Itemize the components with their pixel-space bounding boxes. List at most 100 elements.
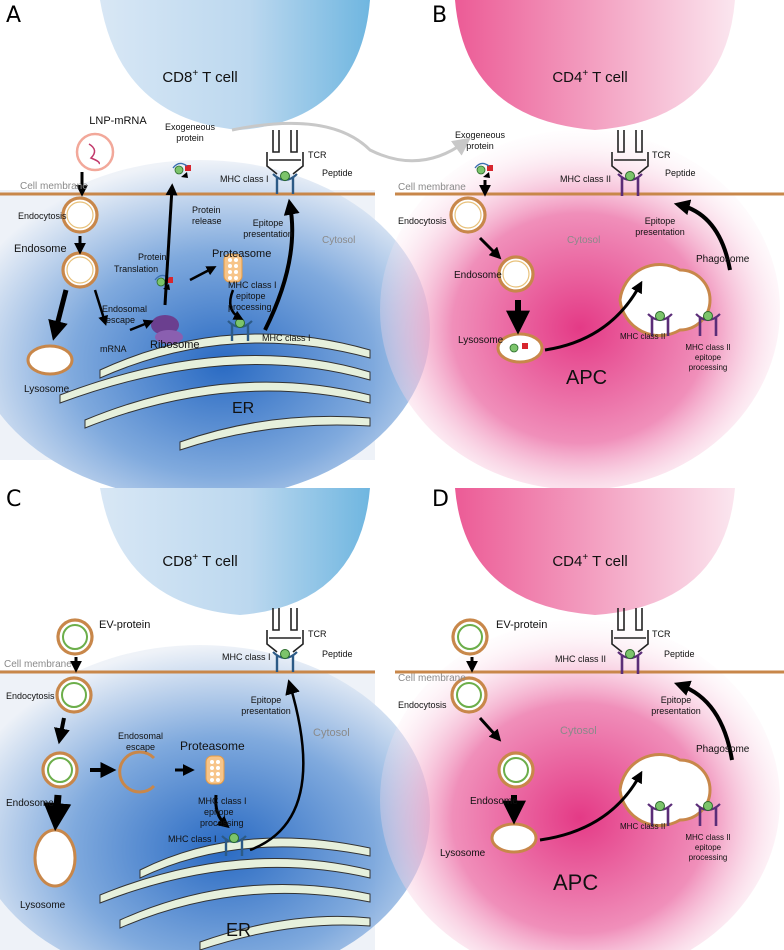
label-endosome: Endosome	[6, 798, 54, 809]
arrow-to-endosome	[54, 717, 70, 745]
label-endocytosis: Endocytosis	[18, 211, 67, 221]
er	[59, 333, 371, 451]
label-escape-1: Endosomal	[102, 304, 147, 314]
label-cell-membrane: Cell membrane	[398, 182, 466, 193]
arrow-to-endosome	[478, 236, 502, 260]
label-mhc2: MHC class II	[620, 332, 665, 341]
panel-c: C CD8+ T cell EV-protein TCR MHC class I…	[0, 487, 430, 950]
label-protein: protein	[466, 141, 494, 151]
arrow-to-lysosome	[43, 794, 72, 832]
tcell-label: CD8+ T cell	[162, 552, 237, 570]
label-proc-1: MHC class I	[228, 280, 277, 290]
endosome-icon	[497, 255, 535, 293]
label-peptide: Peptide	[322, 168, 353, 178]
arrow-epitope-presentation	[249, 679, 305, 852]
label-epitope: Epitope	[661, 695, 692, 705]
vesicle-endocytosis-icon	[61, 196, 99, 234]
label-endosome: Endosome	[454, 270, 502, 281]
label-tcr: TCR	[652, 629, 671, 639]
label-exogenous: Exogeneous	[455, 130, 506, 140]
label-endosome: Endosome	[14, 243, 67, 255]
label-mrna: mRNA	[100, 344, 127, 354]
arrow-to-lysosome	[48, 289, 69, 341]
label-epitope: Epitope	[251, 695, 282, 705]
lysosome-icon	[33, 828, 77, 888]
arrow-to-endosome	[478, 716, 502, 742]
label-escape-2: escape	[106, 315, 135, 325]
panel-b: B CD4+ T cell Exogeneous protein TCR MHC…	[380, 0, 784, 490]
endosome-icon	[41, 751, 79, 789]
label-phagosome: Phagosome	[696, 744, 750, 755]
label-protein: protein	[176, 133, 204, 143]
tcell-cd8	[100, 0, 370, 130]
panel-letter-d: D	[432, 487, 449, 512]
label-endocytosis: Endocytosis	[398, 216, 447, 226]
label-proc-2: epitope	[695, 353, 722, 362]
transfer-arrow	[231, 121, 471, 163]
label-epitope: Epitope	[645, 216, 676, 226]
apc-body	[380, 620, 780, 950]
endocytosis-vesicle-icon	[55, 676, 93, 714]
label-er: ER	[232, 400, 254, 417]
arrow-to-mhc	[214, 794, 230, 829]
label-proc-2: epitope	[695, 843, 722, 852]
label-translation: Translation	[114, 264, 158, 274]
er	[99, 837, 371, 950]
panel-a: A CD8+ T cell LNP-mRNA Exogeneous protei…	[0, 0, 471, 500]
tcell-cd4	[455, 0, 735, 130]
ribosome-icon	[151, 315, 183, 344]
tcell-label: CD8+ T cell	[162, 68, 237, 86]
tcell-cd4	[455, 488, 735, 615]
label-ribosome: Ribosome	[150, 339, 200, 351]
label-apc: APC	[553, 870, 598, 895]
label-peptide: Peptide	[665, 168, 696, 178]
label-escape-2: escape	[126, 742, 155, 752]
label-cytosol: Cytosol	[560, 725, 597, 737]
label-phagosome: Phagosome	[696, 254, 750, 265]
label-ev-protein: EV-protein	[99, 619, 150, 631]
panel-letter-c: C	[6, 487, 21, 512]
label-lysosome: Lysosome	[20, 900, 66, 911]
phagosome-icon	[618, 753, 712, 827]
arrow-to-ribosome	[129, 319, 154, 332]
label-presentation: presentation	[651, 706, 701, 716]
proteasome-icon	[205, 755, 225, 785]
label-lysosome: Lysosome	[24, 384, 70, 395]
tcell-label: CD4+ T cell	[552, 68, 627, 86]
label-tcr: TCR	[308, 629, 327, 639]
tcell-label: CD4+ T cell	[552, 552, 627, 570]
label-proteasome: Proteasome	[212, 248, 271, 260]
label-er: ER	[226, 920, 251, 940]
arrow-to-phagosome	[539, 770, 643, 842]
label-endocytosis: Endocytosis	[6, 691, 55, 701]
label-mhc: MHC class II	[560, 174, 611, 184]
label-mhc-er: MHC class I	[168, 834, 217, 844]
arrow-protein-release	[163, 183, 178, 306]
label-proc-2: epitope	[204, 807, 234, 817]
label-mhc-er: MHC class I	[262, 333, 311, 343]
label-proc-2: epitope	[236, 291, 266, 301]
label-cell-membrane: Cell membrane	[398, 673, 466, 684]
label-endosome: Endosome	[470, 796, 518, 807]
label-release-2: release	[192, 216, 222, 226]
lnp-mrna-icon	[75, 132, 115, 172]
label-cytosol: Cytosol	[322, 235, 355, 246]
label-ev-protein: EV-protein	[496, 619, 547, 631]
label-presentation: presentation	[243, 229, 293, 239]
label-mhc: MHC class II	[555, 654, 606, 664]
label-mhc2: MHC class II	[620, 822, 665, 831]
label-proteasome: Proteasome	[180, 739, 245, 753]
ev-protein-icon	[56, 618, 94, 656]
label-exogenous: Exogeneous	[165, 122, 216, 132]
panel-letter-a: A	[6, 3, 21, 28]
label-presentation: presentation	[241, 706, 291, 716]
label-release-1: Protein	[192, 205, 221, 215]
arrow-to-proteasome	[189, 266, 217, 282]
arrow-epitope-presentation	[263, 198, 300, 331]
label-cytosol: Cytosol	[567, 235, 600, 246]
label-cytosol: Cytosol	[313, 727, 350, 739]
arrow-epitope-presentation	[673, 199, 732, 271]
endocytosis-vesicle-icon	[449, 196, 487, 234]
phagosome-icon	[618, 263, 712, 337]
